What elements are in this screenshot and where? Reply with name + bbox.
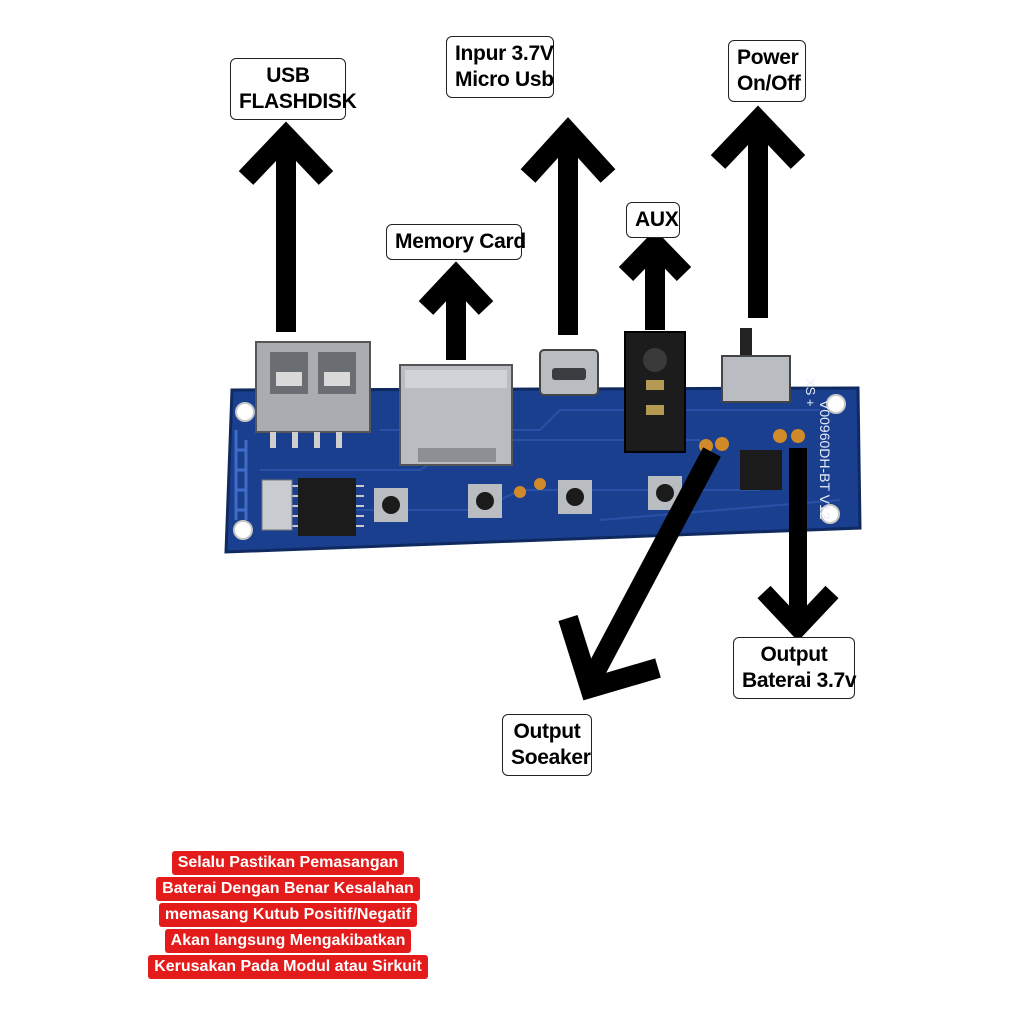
label-aux: AUX bbox=[626, 202, 680, 238]
warning-note: Selalu Pastikan Pemasangan Baterai Denga… bbox=[148, 850, 428, 980]
label-usb-line2: FLASHDISK bbox=[239, 90, 357, 113]
label-battery-line2: Baterai 3.7v bbox=[742, 669, 857, 692]
label-battery-line1: Output bbox=[760, 643, 828, 666]
warning-line: Kerusakan Pada Modul atau Sirkuit bbox=[148, 955, 428, 979]
silkscreen-xs: XS + bbox=[803, 378, 818, 407]
antenna-trace bbox=[234, 430, 248, 520]
arrow-speaker bbox=[581, 447, 721, 687]
amp-chip bbox=[740, 450, 782, 490]
power-switch bbox=[721, 328, 791, 403]
pcb-module: V00960DH-BT V12 XS + bbox=[224, 328, 862, 554]
warning-line: Baterai Dengan Benar Kesalahan bbox=[156, 877, 420, 901]
warning-line: Akan langsung Mengakibatkan bbox=[164, 929, 412, 953]
label-power: Power On/Off bbox=[728, 40, 806, 102]
label-usb-flashdisk: USB FLASHDISK bbox=[230, 58, 357, 120]
label-output-battery: Output Baterai 3.7v bbox=[733, 637, 857, 699]
usb-port bbox=[255, 341, 371, 448]
label-power-line2: On/Off bbox=[737, 72, 801, 95]
label-usb-line1: USB bbox=[266, 64, 310, 87]
label-memory-card: Memory Card bbox=[386, 224, 526, 260]
tactile-buttons bbox=[374, 476, 682, 522]
micro-usb-port bbox=[539, 349, 599, 396]
label-aux-text: AUX bbox=[635, 208, 679, 231]
aux-jack bbox=[624, 331, 686, 453]
label-memory-card-text: Memory Card bbox=[395, 230, 526, 253]
label-speaker-line1: Output bbox=[513, 720, 581, 743]
arrows bbox=[238, 105, 839, 701]
warning-line: Selalu Pastikan Pemasangan bbox=[171, 851, 405, 875]
bt-module bbox=[261, 479, 293, 531]
label-input-line2: Micro Usb bbox=[455, 68, 554, 91]
silkscreen-model: V00960DH-BT V12 bbox=[817, 400, 833, 520]
label-output-speaker: Output Soeaker bbox=[502, 714, 592, 776]
label-speaker-line2: Soeaker bbox=[511, 746, 591, 769]
warning-line: memasang Kutub Positif/Negatif bbox=[158, 903, 418, 927]
label-input-micro-usb: Inpur 3.7V Micro Usb bbox=[446, 36, 554, 98]
label-input-line1: Inpur 3.7V bbox=[455, 42, 554, 65]
memory-card-slot bbox=[399, 364, 513, 466]
label-power-line1: Power bbox=[737, 46, 799, 69]
ic-chip bbox=[298, 478, 356, 536]
